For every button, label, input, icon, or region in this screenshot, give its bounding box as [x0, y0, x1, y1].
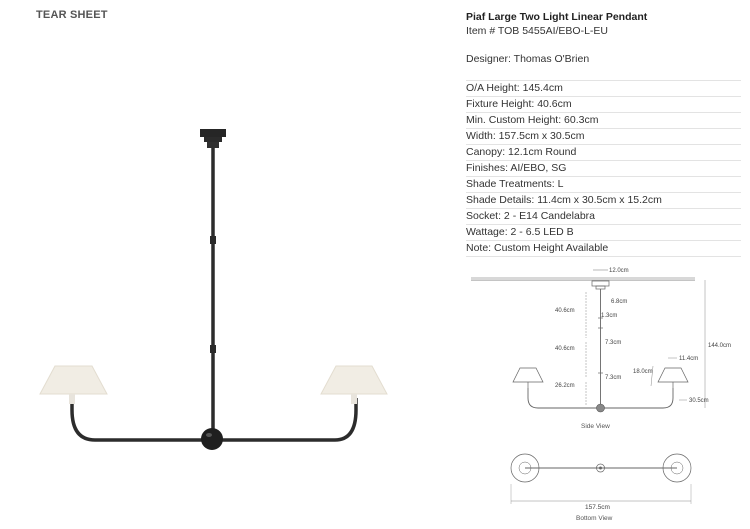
dim-arm: 26.2cm [555, 383, 575, 389]
bottom-view-label: Bottom View [576, 515, 613, 522]
spec-row: Note: Custom Height Available [466, 241, 741, 257]
dim-upper: 40.6cm [555, 308, 575, 314]
designer: Designer: Thomas O'Brien [466, 53, 590, 65]
dim-shade-w: 30.5cm [689, 398, 709, 404]
spec-row: Wattage: 2 - 6.5 LED B [466, 225, 741, 241]
dim-a: 6.8cm [611, 299, 627, 305]
spec-row: Fixture Height: 40.6cm [466, 97, 741, 113]
spec-row: Width: 157.5cm x 30.5cm [466, 129, 741, 145]
dim-width: 157.5cm [585, 504, 610, 511]
dim-shade-top: 11.4cm [679, 356, 698, 362]
spec-row: Shade Details: 11.4cm x 30.5cm x 15.2cm [466, 193, 741, 209]
spec-row: O/A Height: 145.4cm [466, 81, 741, 97]
spec-row: Socket: 2 - E14 Candelabra [466, 209, 741, 225]
spec-row: Canopy: 12.1cm Round [466, 145, 741, 161]
spec-row: Shade Treatments: L [466, 177, 741, 193]
dim-shade-h: 18.0cm [633, 369, 653, 375]
item-number: Item # TOB 5455AI/EBO-L-EU [466, 25, 609, 37]
spec-row: Finishes: AI/EBO, SG [466, 161, 741, 177]
side-view-label: Side View [581, 423, 610, 430]
tear-sheet-label: TEAR SHEET [36, 9, 108, 21]
spec-panel: Piaf Large Two Light Linear Pendant Item… [466, 10, 741, 257]
spec-list: O/A Height: 145.4cm Fixture Height: 40.6… [466, 80, 741, 257]
spec-row: Min. Custom Height: 60.3cm [466, 113, 741, 129]
dim-d: 7.3cm [605, 375, 621, 381]
technical-drawing: 12.0cm 40.6cm 40.6cm 26.2cm 6.8cm 1.3cm … [471, 268, 731, 522]
dim-b: 1.3cm [601, 313, 617, 319]
dim-lower: 40.6cm [555, 346, 575, 352]
dim-canopy: 12.0cm [609, 268, 629, 274]
dim-total: 144.0cm [708, 343, 731, 349]
product-title: Piaf Large Two Light Linear Pendant [466, 11, 648, 23]
dim-c: 7.3cm [605, 340, 621, 346]
pendant-product-image [39, 129, 388, 450]
